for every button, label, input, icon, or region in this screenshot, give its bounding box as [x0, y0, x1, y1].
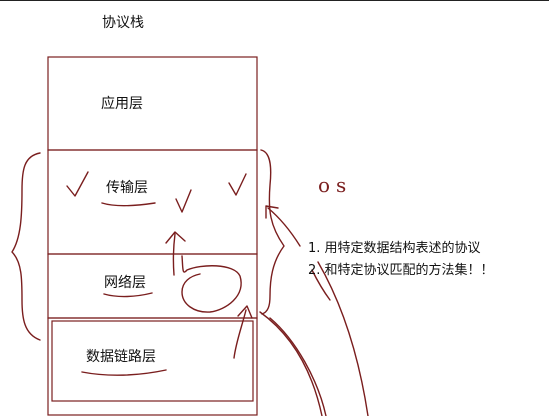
note-leader	[311, 269, 331, 301]
side-note-os: os	[318, 173, 353, 197]
layer-label-transport: 传输层	[106, 180, 148, 196]
underline-network	[103, 292, 153, 298]
arrow-to-data-link	[233, 305, 253, 359]
left-curly-brace	[11, 152, 41, 341]
layer-box-application	[47, 56, 258, 151]
diagram-title: 协议栈	[102, 15, 144, 31]
check-mark-left	[66, 171, 89, 197]
layer-box-data-link	[47, 317, 258, 416]
underline-data-link	[81, 369, 167, 376]
top-border-line	[0, 0, 549, 1]
check-mark-right	[228, 173, 247, 196]
layer-label-data-link: 数据链路层	[86, 349, 156, 365]
layer-box-network	[47, 253, 258, 319]
layer-label-network: 网络层	[104, 275, 146, 291]
pointer-line-2	[317, 261, 369, 416]
note-item-2: 2. 和特定协议匹配的方法集！！	[308, 263, 494, 278]
note-item-1: 1. 用特定数据结构表述的协议	[308, 241, 481, 256]
up-arrow	[165, 231, 186, 276]
layer-label-application: 应用层	[101, 96, 143, 112]
right-curly-brace	[260, 149, 285, 315]
underline-transport	[101, 202, 156, 207]
pointer-line-1	[259, 311, 323, 416]
arrow-to-brace	[265, 205, 301, 247]
check-mark-middle	[175, 189, 192, 213]
layer-box-data-link-inner	[51, 320, 254, 402]
layer-box-transport	[47, 149, 258, 255]
loop-curve	[181, 255, 242, 313]
pointer-line-3	[269, 317, 327, 416]
